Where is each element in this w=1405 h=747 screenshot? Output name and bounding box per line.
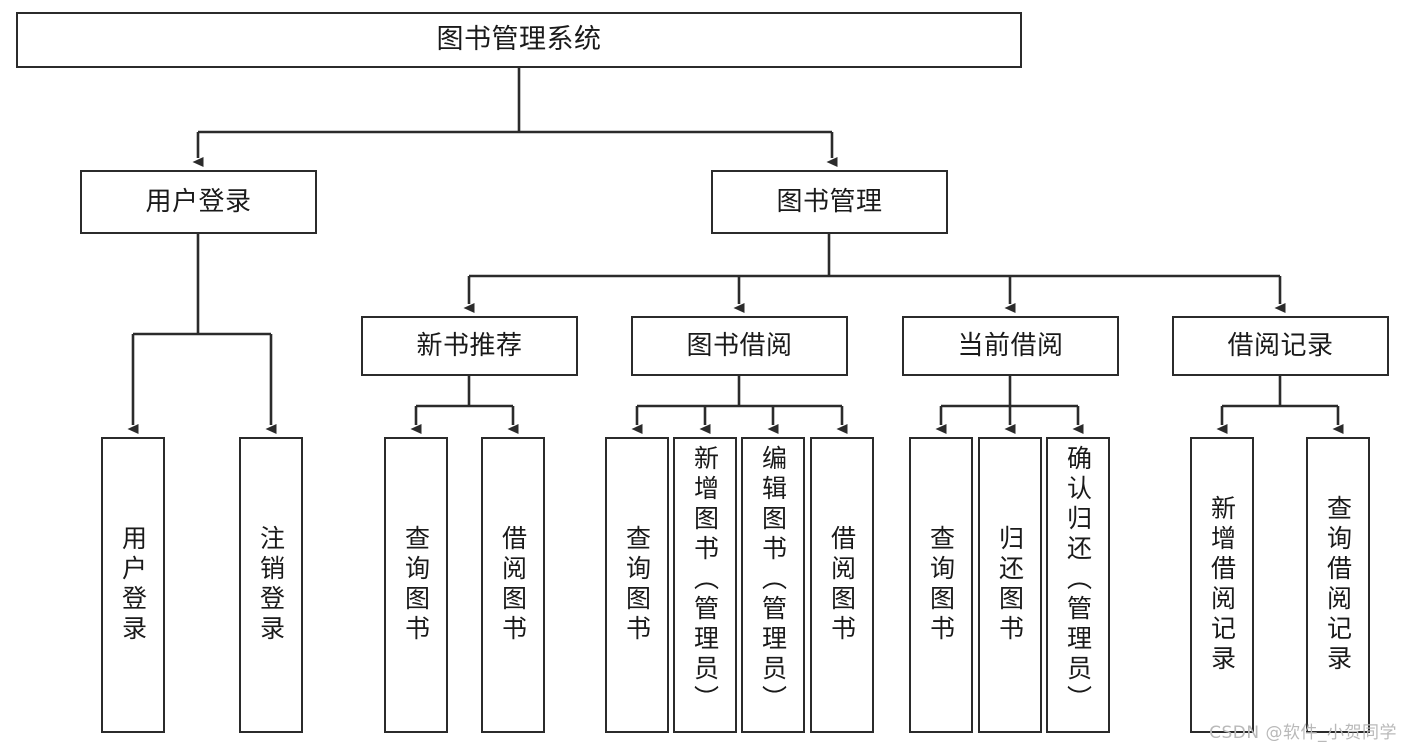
node-borrow-record[interactable]: 借阅记录 (1172, 316, 1389, 376)
leaf-add-book-admin[interactable]: 新增图书（管理员） (673, 437, 737, 733)
node-label: 新增借阅记录 (1207, 495, 1237, 675)
node-book-borrow[interactable]: 图书借阅 (631, 316, 848, 376)
node-label: 用户登录 (118, 525, 148, 645)
node-label: 图书管理 (776, 186, 883, 217)
node-label: 图书借阅 (686, 330, 793, 361)
leaf-query-book-recommend[interactable]: 查询图书 (384, 437, 448, 733)
leaf-query-borrow-record[interactable]: 查询借阅记录 (1306, 437, 1370, 733)
node-current-borrow[interactable]: 当前借阅 (902, 316, 1119, 376)
node-root-library-system[interactable]: 图书管理系统 (16, 12, 1022, 68)
node-label: 借阅图书 (498, 525, 528, 645)
leaf-query-book-borrow[interactable]: 查询图书 (605, 437, 669, 733)
node-label: 借阅图书 (827, 525, 857, 645)
leaf-borrow-book-recommend[interactable]: 借阅图书 (481, 437, 545, 733)
node-label: 编辑图书（管理员） (758, 445, 788, 715)
node-label: 归还图书 (995, 525, 1025, 645)
node-label: 借阅记录 (1227, 330, 1334, 361)
leaf-add-borrow-record[interactable]: 新增借阅记录 (1190, 437, 1254, 733)
leaf-borrow-book[interactable]: 借阅图书 (810, 437, 874, 733)
csdn-watermark: CSDN @软件_小贺同学 (1209, 723, 1397, 743)
leaf-confirm-return-admin[interactable]: 确认归还（管理员） (1046, 437, 1110, 733)
node-user-login[interactable]: 用户登录 (80, 170, 317, 234)
node-book-management[interactable]: 图书管理 (711, 170, 948, 234)
leaf-logout[interactable]: 注销登录 (239, 437, 303, 733)
node-new-book-recommend[interactable]: 新书推荐 (361, 316, 578, 376)
leaf-return-book[interactable]: 归还图书 (978, 437, 1042, 733)
node-label: 查询图书 (622, 525, 652, 645)
node-label: 确认归还（管理员） (1063, 445, 1093, 715)
node-label: 当前借阅 (957, 330, 1064, 361)
leaf-query-book-current[interactable]: 查询图书 (909, 437, 973, 733)
node-label: 查询图书 (926, 525, 956, 645)
leaf-user-login[interactable]: 用户登录 (101, 437, 165, 733)
node-label: 查询图书 (401, 525, 431, 645)
node-label: 新书推荐 (416, 330, 523, 361)
node-label: 注销登录 (256, 525, 286, 645)
leaf-edit-book-admin[interactable]: 编辑图书（管理员） (741, 437, 805, 733)
node-label: 查询借阅记录 (1323, 495, 1353, 675)
node-label: 用户登录 (145, 186, 252, 217)
node-label: 新增图书（管理员） (690, 445, 720, 715)
node-label: 图书管理系统 (436, 24, 602, 56)
